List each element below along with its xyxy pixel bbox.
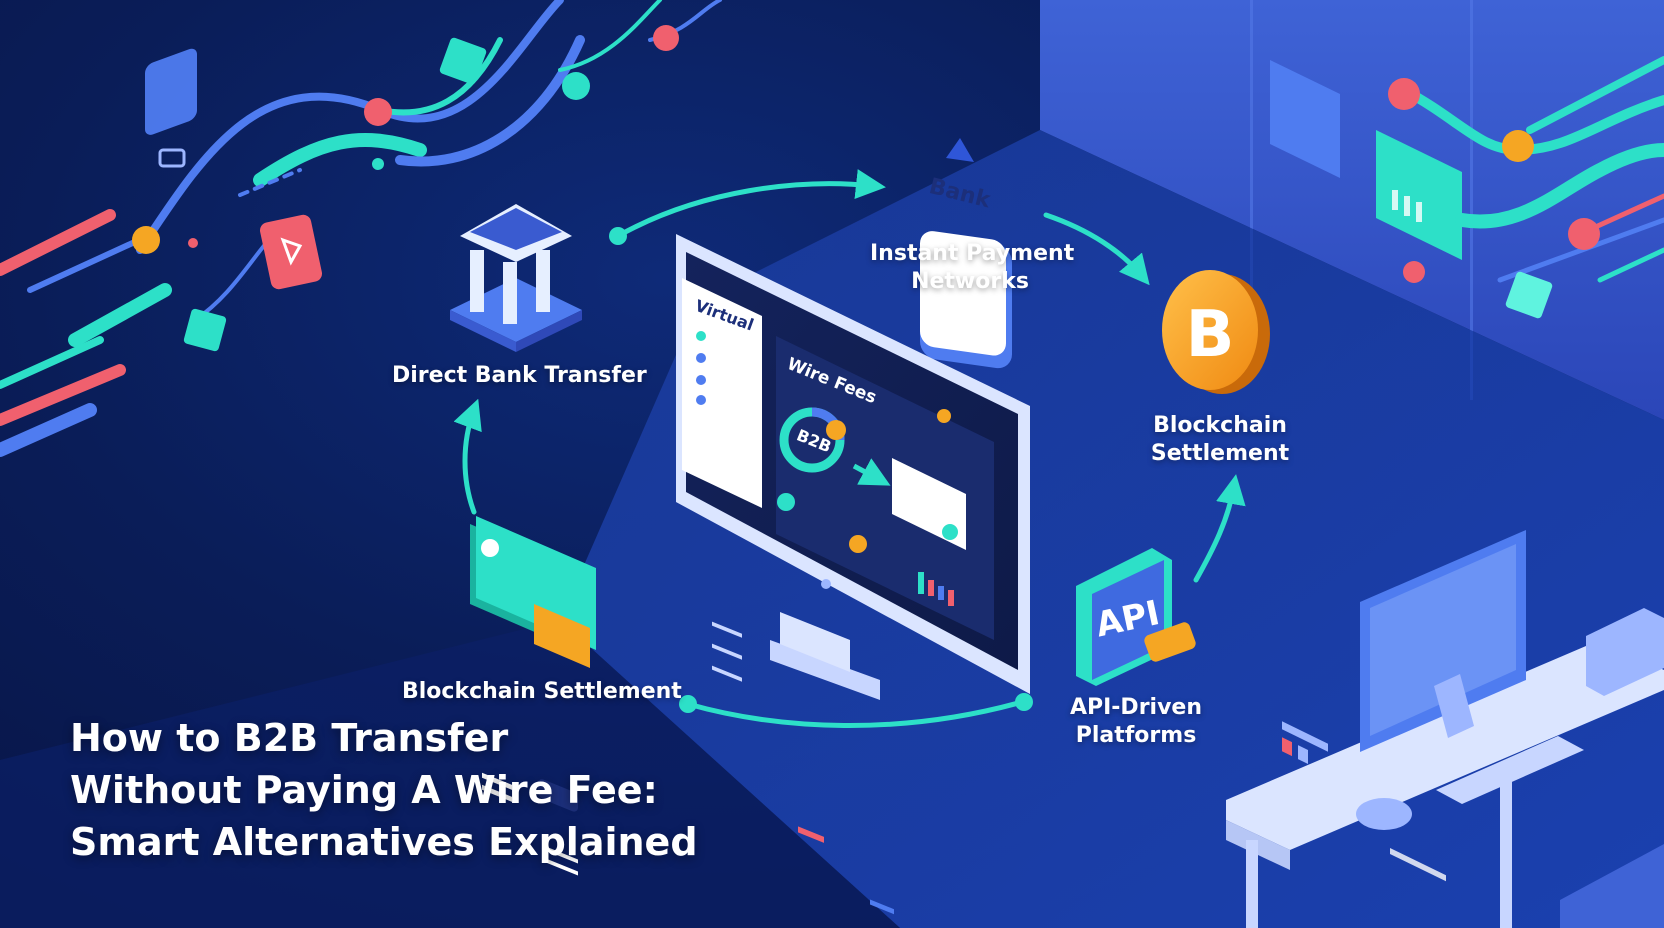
flow-arrows <box>453 169 1246 729</box>
decorative-network-lines-right <box>1388 56 1664 319</box>
bitcoin-symbol: B <box>1186 298 1235 372</box>
headline-line1: How to B2B Transfer <box>70 716 509 760</box>
card-stack-icon <box>470 516 596 876</box>
monitor-illustration: Virtual Wire Fees B2B <box>676 234 1030 915</box>
page-headline: How to B2B Transfer Without Paying A Wir… <box>70 712 698 868</box>
api-cube-icon: API <box>1076 548 1196 686</box>
headline-line3: Smart Alternatives Explained <box>70 820 698 864</box>
chart-panel-icon <box>1270 60 1462 882</box>
tag-tile-icon <box>259 214 323 290</box>
blockchain-settlement-bottom-label: Blockchain Settlement <box>402 679 682 704</box>
api-driven-platforms-label: API-Driven Platforms <box>1046 694 1226 750</box>
bank-building-icon <box>450 204 582 352</box>
bitcoin-coin-icon: B <box>1162 270 1270 394</box>
chat-tile-icon <box>145 48 197 168</box>
decorative-dots <box>132 25 679 352</box>
desk-illustration <box>1226 530 1664 928</box>
api-label-line1: API-Driven <box>1069 695 1203 720</box>
instant-payment-networks-label: Instant Payment Networks <box>870 240 1075 296</box>
blockchain-settlement-label: Blockchain Settlement <box>1130 412 1310 468</box>
api-label-line2: Platforms <box>1075 723 1197 748</box>
instant-payment-label-line2: Networks <box>911 269 1029 294</box>
blockchain-label-line1: Blockchain <box>1153 413 1287 438</box>
headline-line2: Without Paying A Wire Fee: <box>70 768 658 812</box>
direct-bank-transfer-label: Direct Bank Transfer <box>392 363 647 388</box>
instant-payment-label-line1: Instant Payment <box>870 241 1075 266</box>
blockchain-label-line2: Settlement <box>1150 441 1290 466</box>
bank-badge-icon: Bank <box>920 138 1012 369</box>
